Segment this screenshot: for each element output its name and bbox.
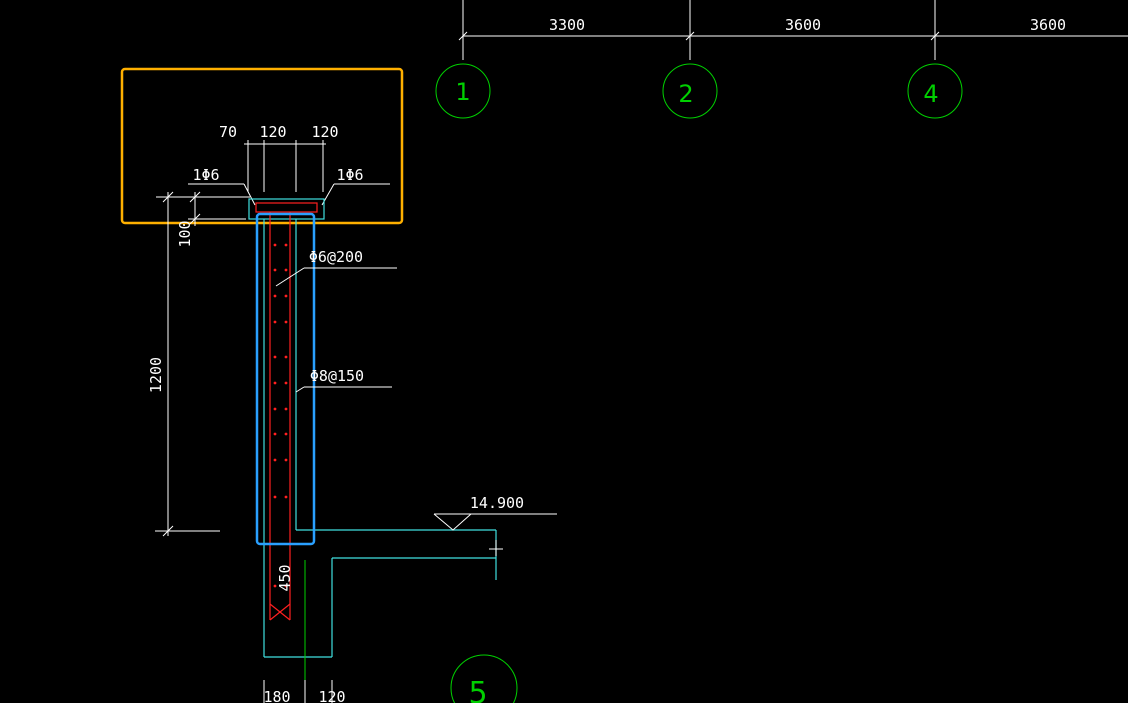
dim-180: 180 bbox=[263, 688, 290, 703]
axis-label-5: 5 bbox=[468, 676, 487, 703]
rebar-cage bbox=[255, 202, 318, 621]
stirrup-label: Φ6@200 bbox=[309, 248, 363, 266]
axis-label-4: 4 bbox=[923, 80, 938, 108]
axis-bubble-1 bbox=[435, 63, 491, 119]
elevation-label: 14.900 bbox=[470, 494, 524, 512]
axis-bubble-5 bbox=[450, 654, 518, 703]
bottom-dims bbox=[263, 680, 333, 703]
axis-label-2: 2 bbox=[678, 80, 693, 108]
dim-120-b: 120 bbox=[311, 123, 338, 141]
dim-3600-b: 3600 bbox=[1030, 16, 1066, 34]
dim-450: 450 bbox=[276, 564, 294, 591]
dim-120-bottom: 120 bbox=[318, 688, 345, 703]
highlight-box-blue bbox=[255, 212, 316, 546]
leader-lines bbox=[275, 267, 397, 393]
dim-100: 100 bbox=[176, 220, 194, 247]
axis-label-1: 1 bbox=[455, 78, 470, 106]
rebar-label-left: 1Φ6 bbox=[192, 166, 219, 184]
highlight-box-orange bbox=[120, 67, 404, 225]
dim-1200: 1200 bbox=[147, 357, 165, 393]
dim-70: 70 bbox=[219, 123, 237, 141]
left-vertical-dims bbox=[155, 191, 250, 537]
top-rebar-dims bbox=[188, 140, 390, 206]
rebar-dots bbox=[273, 243, 288, 588]
rebar-label-right: 1Φ6 bbox=[336, 166, 363, 184]
dim-3600-a: 3600 bbox=[785, 16, 821, 34]
dim-120-a: 120 bbox=[259, 123, 286, 141]
elevation-mark bbox=[433, 513, 557, 556]
dist-bar-label: Φ8@150 bbox=[310, 367, 364, 385]
top-dimension-line bbox=[458, 0, 1128, 60]
concrete-outline bbox=[248, 198, 497, 658]
axis-bubble-4 bbox=[907, 63, 963, 119]
axis-bubble-2 bbox=[662, 63, 718, 119]
dim-3300: 3300 bbox=[549, 16, 585, 34]
